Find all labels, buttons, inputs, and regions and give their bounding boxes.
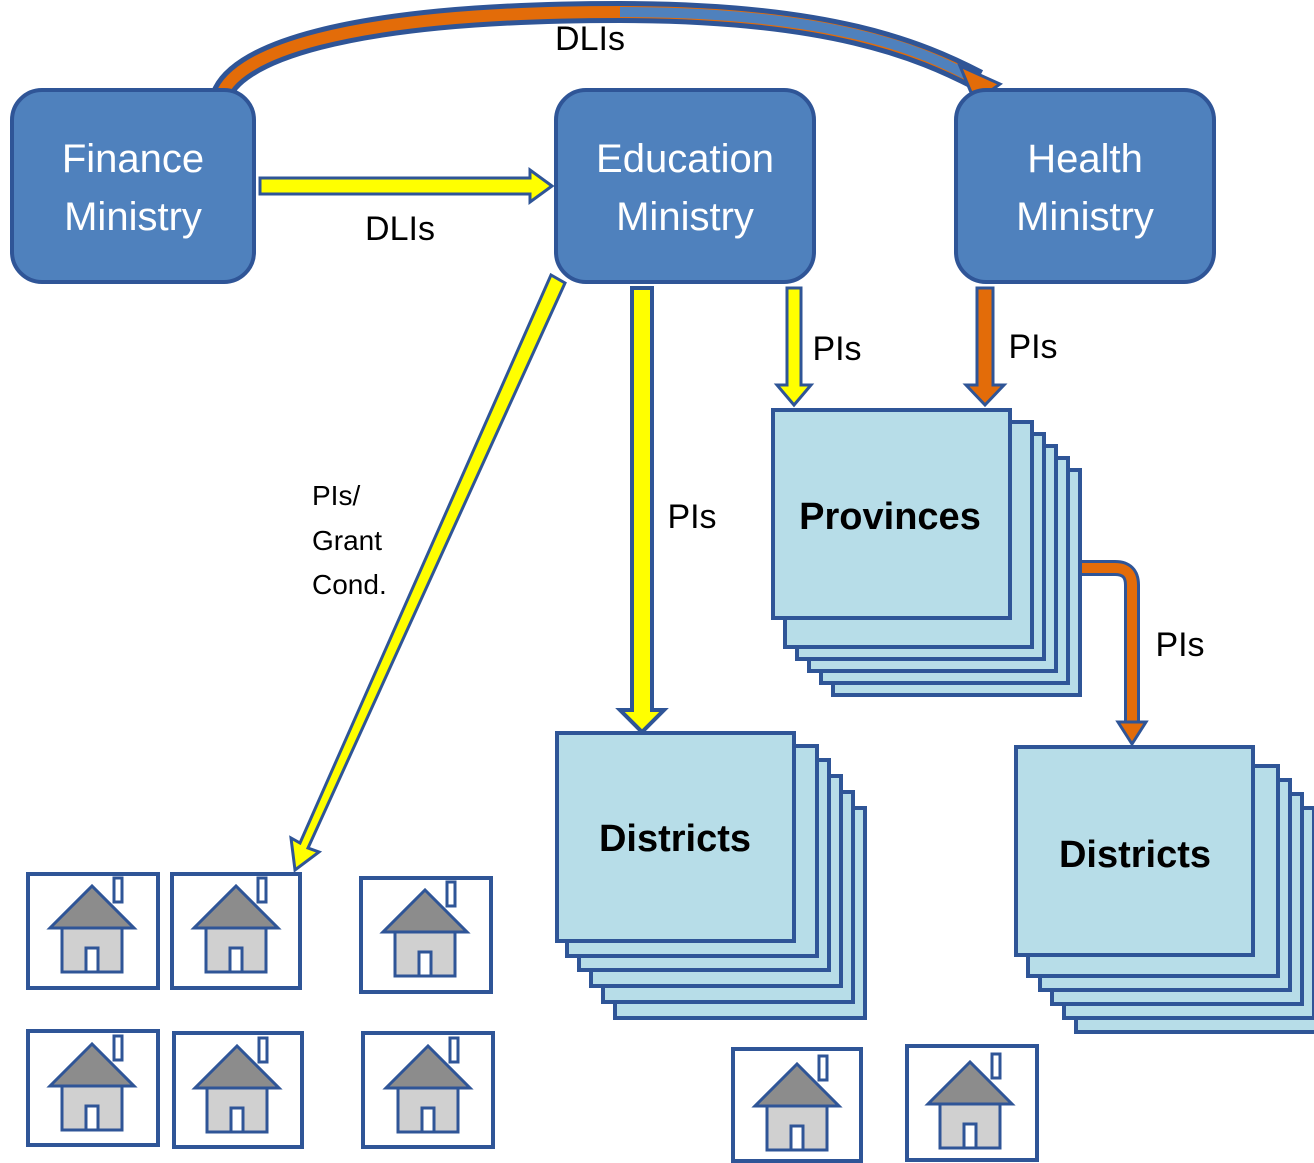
education-ministry-line2: Ministry [616,195,754,239]
health-ministry-box: Health Ministry [954,88,1216,284]
finance-ministry-line1: Finance [62,137,204,181]
districts-health-label: Districts [1059,834,1211,876]
label-pis-grant-line2: Grant [312,525,382,556]
label-pis-provinces-districts: PIs [1155,626,1204,664]
education-ministry-line1: Education [596,137,774,181]
label-pis-grant-line1: PIs/ [312,480,360,511]
curved-arrow-finance-to-health [209,0,1003,105]
districts-education-stack: Districts [555,731,867,1020]
arrow-health-to-provinces [962,286,1008,408]
school-box [26,1029,160,1147]
arrow-education-to-provinces [773,286,815,408]
education-ministry-box: Education Ministry [554,88,816,284]
school-box [170,872,302,990]
districts-health-stack: Districts [1014,745,1314,1034]
school-box [361,1031,495,1149]
health-ministry-line2: Ministry [1016,195,1154,239]
health-ministry-line1: Health [1027,137,1143,181]
school-box [731,1047,863,1163]
districts-education-label: Districts [599,818,751,860]
label-pis-grant-line3: Cond. [312,569,387,600]
arrow-education-to-schools [289,272,567,873]
label-dlis-mid: DLIs [365,210,435,248]
finance-ministry-line2: Ministry [64,195,202,239]
school-box [26,872,160,990]
label-dlis-top: DLIs [555,20,625,58]
school-box [905,1044,1039,1162]
arrow-education-to-districts [615,286,669,735]
school-box [359,876,493,994]
arrow-finance-to-education [258,167,555,205]
provinces-label: Provinces [799,496,981,538]
label-pis-health-provinces: PIs [1008,328,1057,366]
school-box [172,1031,304,1149]
label-pis-education-provinces: PIs [812,330,861,368]
finance-ministry-box: Finance Ministry [10,88,256,284]
arrow-provinces-to-districts [1080,560,1149,747]
label-pis-education-districts: PIs [667,498,716,536]
provinces-stack: Provinces [771,408,1082,697]
